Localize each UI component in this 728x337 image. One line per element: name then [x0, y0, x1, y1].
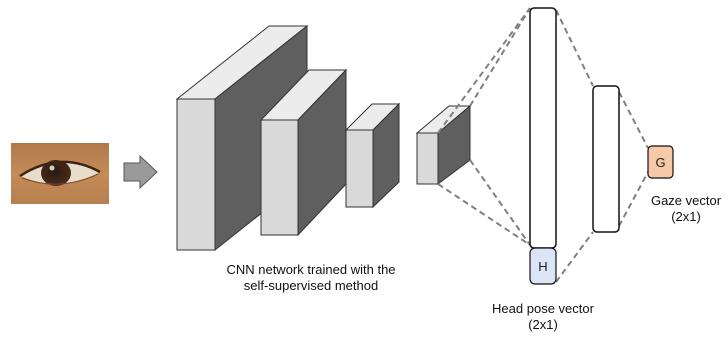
- gaze-letter: G: [655, 155, 665, 170]
- head-pose-caption: Head pose vector (2x1): [478, 301, 608, 333]
- head-pose-node: H: [529, 247, 557, 285]
- gaze-caption-line-2: (2x1): [671, 209, 701, 224]
- conv-block-2: [259, 68, 348, 237]
- gaze-node: G: [647, 145, 674, 179]
- gaze-caption: Gaze vector (2x1): [646, 193, 726, 225]
- conv-block-4: [415, 104, 472, 185]
- cnn-caption: CNN network trained with the self-superv…: [206, 262, 416, 294]
- head-pose-caption-line-1: Head pose vector: [492, 301, 594, 316]
- eye-iris: [41, 160, 71, 186]
- fc-layer-2: [592, 85, 620, 233]
- head-pose-letter: H: [538, 259, 547, 274]
- fc-layer-1: [529, 7, 557, 249]
- head-pose-caption-line-2: (2x1): [528, 317, 558, 332]
- cnn-caption-line-1: CNN network trained with the: [226, 262, 396, 277]
- eye-image: [11, 143, 109, 204]
- dashed-connections: [437, 7, 649, 283]
- gaze-caption-line-1: Gaze vector: [650, 193, 722, 208]
- input-arrow-icon: [123, 154, 158, 190]
- conv-block-3: [344, 102, 401, 209]
- cnn-caption-line-2: self-supervised method: [243, 278, 379, 293]
